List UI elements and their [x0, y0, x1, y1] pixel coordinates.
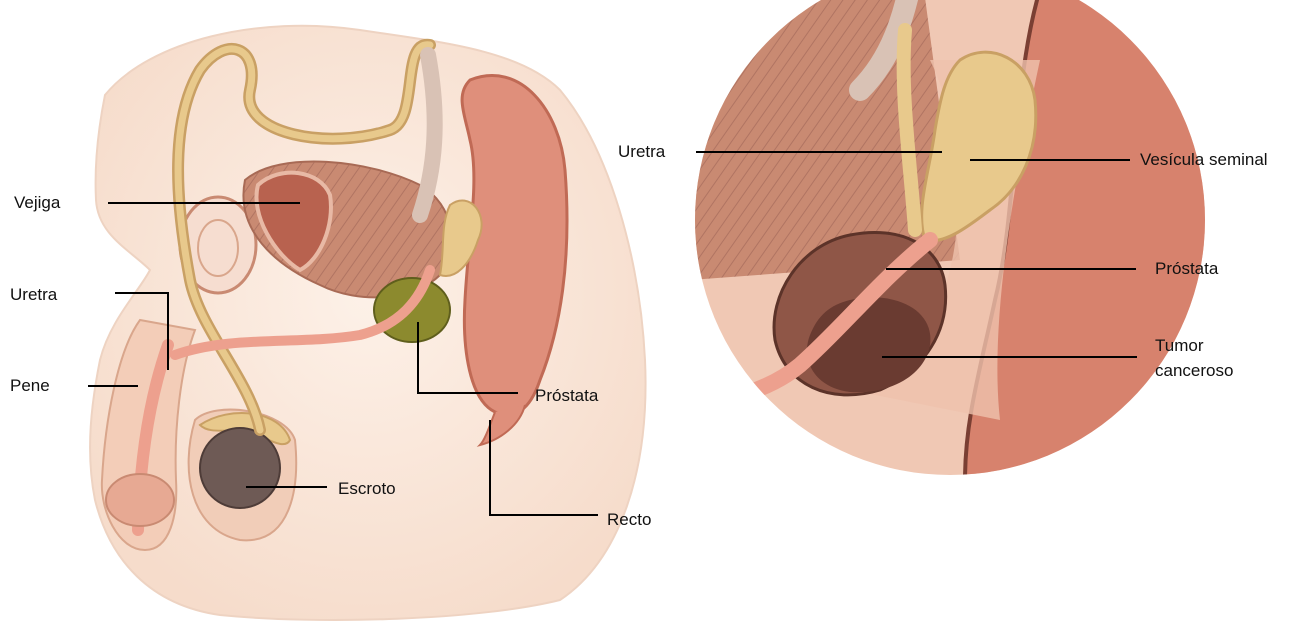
zoom-muscle: [690, 0, 960, 280]
body-silhouette: [90, 26, 645, 620]
label-prostate-left: Próstata: [535, 385, 598, 407]
label-urethra-left: Uretra: [10, 284, 57, 306]
label-penis: Pene: [10, 375, 50, 397]
right-figure: [690, 0, 1220, 480]
label-rectum: Recto: [607, 509, 651, 531]
label-tumor-line2: canceroso: [1155, 360, 1233, 382]
left-figure: [90, 26, 645, 620]
label-bladder: Vejiga: [14, 192, 60, 214]
label-tumor-line1: Tumor: [1155, 335, 1204, 357]
label-urethra-right: Uretra: [618, 141, 665, 163]
glans-shape: [106, 474, 174, 526]
label-scrotum: Escroto: [338, 478, 396, 500]
label-seminal-vesicle: Vesícula seminal: [1140, 149, 1268, 171]
label-prostate-right: Próstata: [1155, 258, 1218, 280]
testis-shape: [200, 428, 280, 508]
